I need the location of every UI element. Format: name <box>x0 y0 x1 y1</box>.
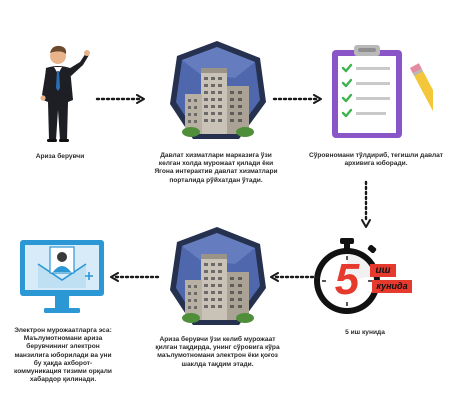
deadline-badge-bottom: кунида <box>372 280 412 293</box>
deadline-node: 5 иш кунида <box>310 236 415 316</box>
arrow-right-2 <box>272 94 322 104</box>
arrow-left-1 <box>270 272 320 282</box>
deadline-number: 5 <box>334 255 360 304</box>
stopwatch-icon <box>314 238 380 314</box>
electronic-notice-caption-title: Электрон мурожаатларга эса: <box>14 327 112 334</box>
arrow-right-1 <box>95 94 145 104</box>
computer-user-icon <box>20 240 104 313</box>
service-center-caption: Давлат хизматлари марказига ўзи келган х… <box>154 152 278 184</box>
archive-response-caption: Ариза берувчи ўзи келиб мурожаат қилган … <box>155 336 280 368</box>
electronic-notice-caption: Маълумотномани ариза берувчининг электро… <box>14 335 112 384</box>
applicant-node <box>20 40 100 148</box>
businessman-icon <box>40 45 90 142</box>
applicant-caption: Ариза берувчи <box>35 153 85 160</box>
electronic-notice-caption-block: Электрон мурожаатларга эса: Маълумотнома… <box>12 327 114 384</box>
clipboard-checklist-icon <box>332 45 433 138</box>
form-node <box>328 42 433 142</box>
arrow-down <box>361 180 371 228</box>
deadline-badge-top: иш <box>370 264 396 277</box>
government-building-icon <box>170 227 266 325</box>
government-building-icon <box>170 41 266 139</box>
arrow-left-2 <box>110 272 160 282</box>
form-caption: Сўровномани тўлдириб, тегишли давлат арх… <box>308 152 444 168</box>
electronic-notice-node <box>18 238 106 318</box>
archive-response-node <box>165 224 270 329</box>
deadline-caption: 5 иш кунида <box>345 329 385 336</box>
service-center-node <box>165 38 270 143</box>
